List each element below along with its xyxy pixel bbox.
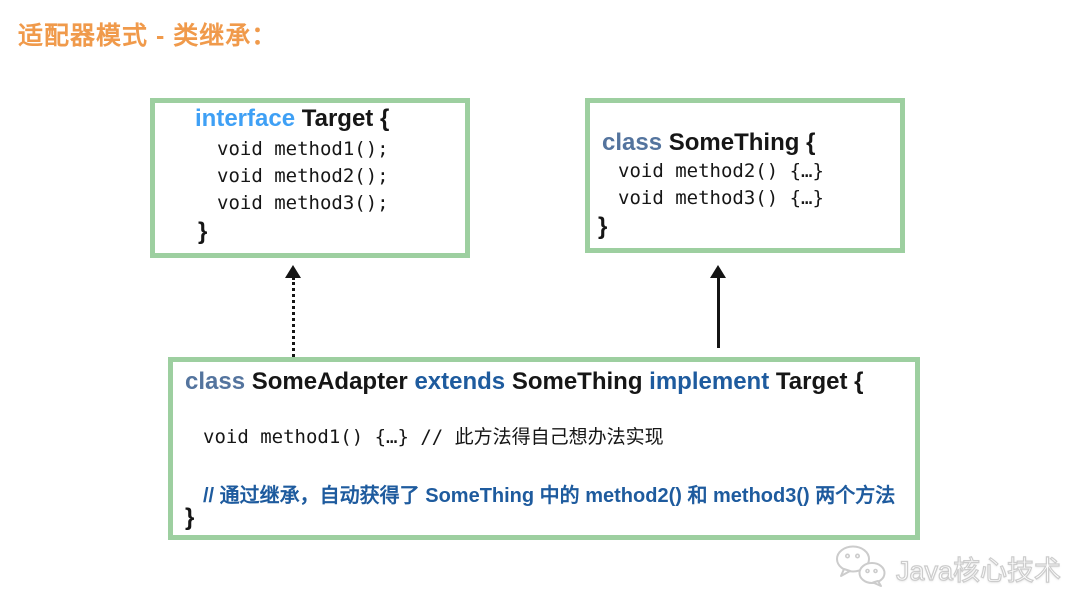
code-line: void method1(); [217, 138, 389, 160]
arrow-shaft [717, 277, 720, 348]
keyword-interface: interface [195, 105, 296, 132]
something-box-header: class SomeThing { [602, 129, 815, 157]
target-name: Target { [301, 105, 390, 132]
target-interface-box: interface Target { void method1(); void … [150, 98, 470, 258]
closing-brace: } [198, 218, 208, 245]
arrow-head-icon [710, 265, 726, 278]
code-line: void method3(); [217, 192, 389, 214]
something-name: SomeThing { [668, 129, 816, 156]
keyword-implement: implement [649, 368, 770, 395]
wechat-icon [832, 544, 890, 593]
watermark: Java核心技术 [832, 544, 1062, 593]
keyword-extends: extends [414, 368, 506, 395]
adapter-comment-line: // 通过继承，自动获得了 SomeThing 中的 method2() 和 m… [203, 485, 896, 507]
adapter-method-line: void method1() {…} // 此方法得自己想办法实现 [203, 426, 664, 448]
code-line: void method2() {…} [618, 160, 824, 182]
adapter-box-header: class SomeAdapter extends SomeThing impl… [185, 368, 863, 396]
target-box-header: interface Target { [195, 105, 389, 133]
interface-name: Target { [775, 368, 864, 395]
parent-name: SomeThing [511, 368, 643, 395]
adapter-class-box: class SomeAdapter extends SomeThing impl… [168, 357, 920, 540]
keyword-class: class [602, 129, 663, 156]
closing-brace: } [185, 504, 195, 531]
target-box-code: void method1(); void method2(); void met… [217, 136, 389, 217]
watermark-label: Java核心技术 [895, 555, 1062, 586]
keyword-class: class [185, 368, 246, 395]
something-class-box: class SomeThing { void method2() {…} voi… [585, 98, 905, 253]
arrow-head-icon [285, 265, 301, 278]
code-line: void method3() {…} [618, 187, 824, 209]
arrow-shaft [292, 277, 295, 357]
something-box-code: void method2() {…} void method3() {…} [618, 158, 824, 212]
adapter-name: SomeAdapter [251, 368, 408, 395]
closing-brace: } [598, 213, 608, 240]
code-line: void method2(); [217, 165, 389, 187]
page-title: 适配器模式 - 类继承： [18, 22, 278, 50]
